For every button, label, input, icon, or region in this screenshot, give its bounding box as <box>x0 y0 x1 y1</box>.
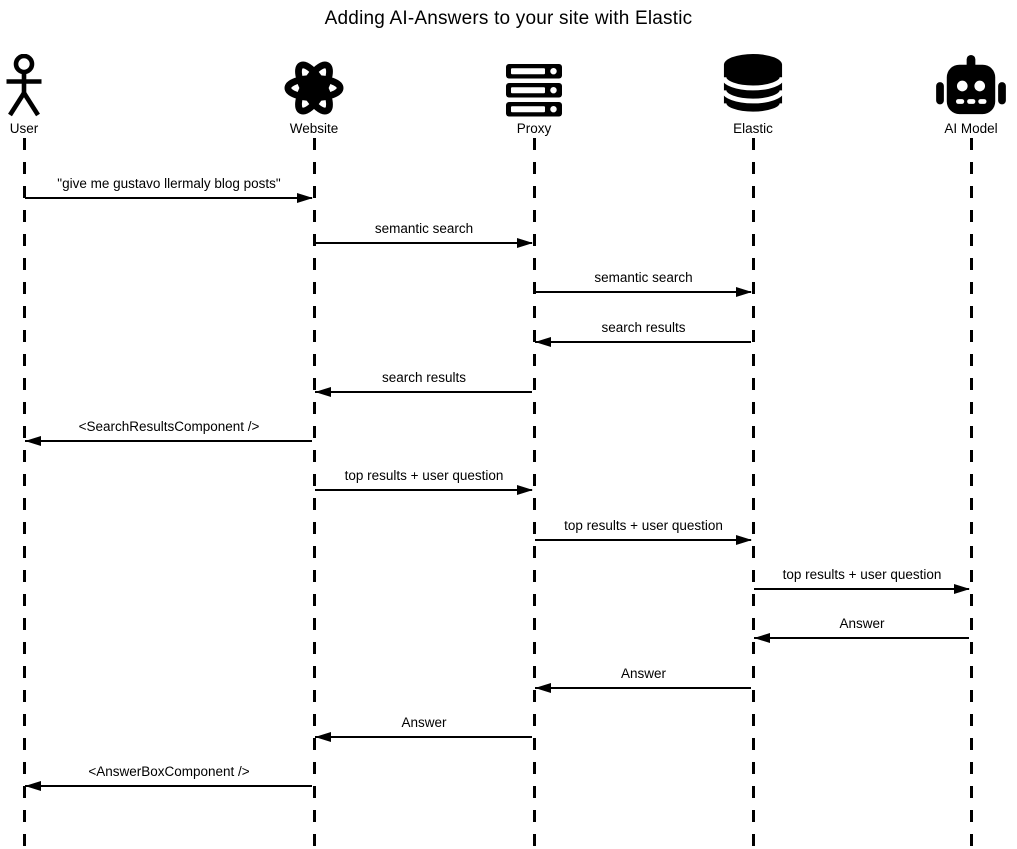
server-stack-icon <box>506 64 562 117</box>
message-line <box>25 785 312 787</box>
message-label: top results + user question <box>782 567 942 582</box>
actor-user: User <box>0 50 84 136</box>
message-arrowhead <box>535 336 551 347</box>
message-arrowhead <box>315 386 331 397</box>
message-arrowhead <box>736 286 752 297</box>
lifeline-proxy <box>533 138 536 849</box>
message-line <box>535 687 751 689</box>
database-icon <box>722 54 784 117</box>
message-line <box>315 489 532 491</box>
actor-ai-model: AI Model <box>911 50 1017 136</box>
message-label: <SearchResultsComponent /> <box>78 419 260 434</box>
message-arrowhead <box>297 192 313 203</box>
robot-icon <box>936 55 1006 117</box>
message-label: "give me gustavo llermaly blog posts" <box>57 176 281 191</box>
message-label: Answer <box>401 715 447 730</box>
message-label: search results <box>601 320 686 335</box>
message-line <box>315 391 532 393</box>
actor-label: Proxy <box>516 121 552 136</box>
react-atom-icon <box>283 59 345 117</box>
message-line <box>754 637 969 639</box>
message-arrowhead <box>736 534 752 545</box>
message-arrowhead <box>535 682 551 693</box>
actor-label: Elastic <box>733 121 773 136</box>
message-arrowhead <box>517 237 533 248</box>
lifeline-elastic <box>752 138 755 849</box>
message-label: Answer <box>620 666 666 681</box>
message-arrowhead <box>315 731 331 742</box>
message-arrowhead <box>954 583 970 594</box>
lifeline-user <box>23 138 26 849</box>
actor-website: Website <box>254 50 374 136</box>
message-label: semantic search <box>594 270 693 285</box>
message-line <box>315 242 532 244</box>
message-label: top results + user question <box>344 468 504 483</box>
message-arrowhead <box>517 484 533 495</box>
person-icon <box>4 54 44 117</box>
actor-label: Website <box>289 121 339 136</box>
message-label: semantic search <box>374 221 474 236</box>
message-label: search results <box>381 370 467 385</box>
message-line <box>754 588 969 590</box>
actor-elastic: Elastic <box>693 50 813 136</box>
message-line <box>25 440 312 442</box>
message-line <box>25 197 312 199</box>
actor-proxy: Proxy <box>474 50 594 136</box>
message-line <box>535 539 751 541</box>
message-arrowhead <box>25 435 41 446</box>
message-label: <AnswerBoxComponent /> <box>88 764 250 779</box>
actor-label: AI Model <box>944 121 998 136</box>
lifeline-ai-model <box>970 138 973 849</box>
message-line <box>535 341 751 343</box>
message-label: top results + user question <box>564 518 723 533</box>
actor-label: User <box>9 121 39 136</box>
lifeline-website <box>313 138 316 849</box>
diagram-title: Adding AI-Answers to your site with Elas… <box>324 8 693 29</box>
message-arrowhead <box>754 632 770 643</box>
message-line <box>535 291 751 293</box>
message-arrowhead <box>25 780 41 791</box>
message-label: Answer <box>839 616 885 631</box>
message-line <box>315 736 532 738</box>
